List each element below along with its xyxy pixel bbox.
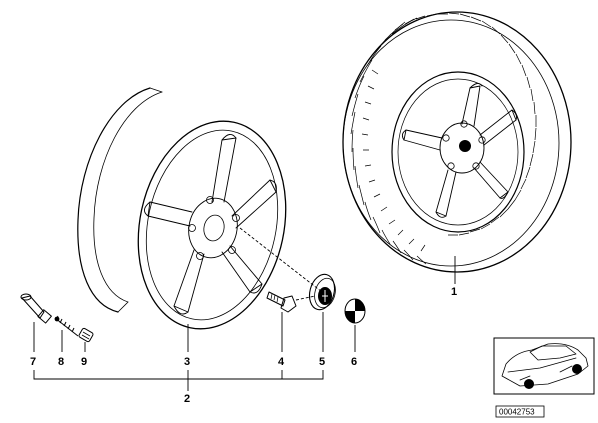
rear-wheel-marker <box>572 364 582 374</box>
callout-6: 6 <box>351 356 357 368</box>
callouts: 1 2 3 4 5 6 7 8 9 <box>30 286 457 405</box>
hub-cap <box>308 273 336 311</box>
rim-spokes <box>144 134 277 315</box>
tire-tread-pattern <box>350 12 537 265</box>
callout-5: 5 <box>319 356 325 368</box>
document-number: 00042753 <box>499 408 535 417</box>
alloy-rim <box>77 87 287 330</box>
valve-cap <box>78 327 94 343</box>
car-outline-icon <box>501 343 589 387</box>
valve-insert <box>54 315 79 337</box>
leader-lines <box>33 227 456 391</box>
valve-stem <box>20 293 52 324</box>
callout-4: 4 <box>278 356 285 368</box>
callout-8: 8 <box>58 356 64 368</box>
wheel-bolt <box>266 291 297 313</box>
callout-9: 9 <box>81 356 87 368</box>
callout-7: 7 <box>30 356 36 368</box>
tire-wheel-assembly <box>342 11 572 273</box>
wheel-spokes <box>401 83 517 218</box>
callout-2: 2 <box>184 393 190 405</box>
front-wheel-marker <box>524 379 534 389</box>
callout-1: 1 <box>451 286 457 298</box>
callout-3: 3 <box>184 356 190 368</box>
car-location-thumbnail: 00042753 <box>493 337 595 418</box>
emblem <box>344 298 366 324</box>
